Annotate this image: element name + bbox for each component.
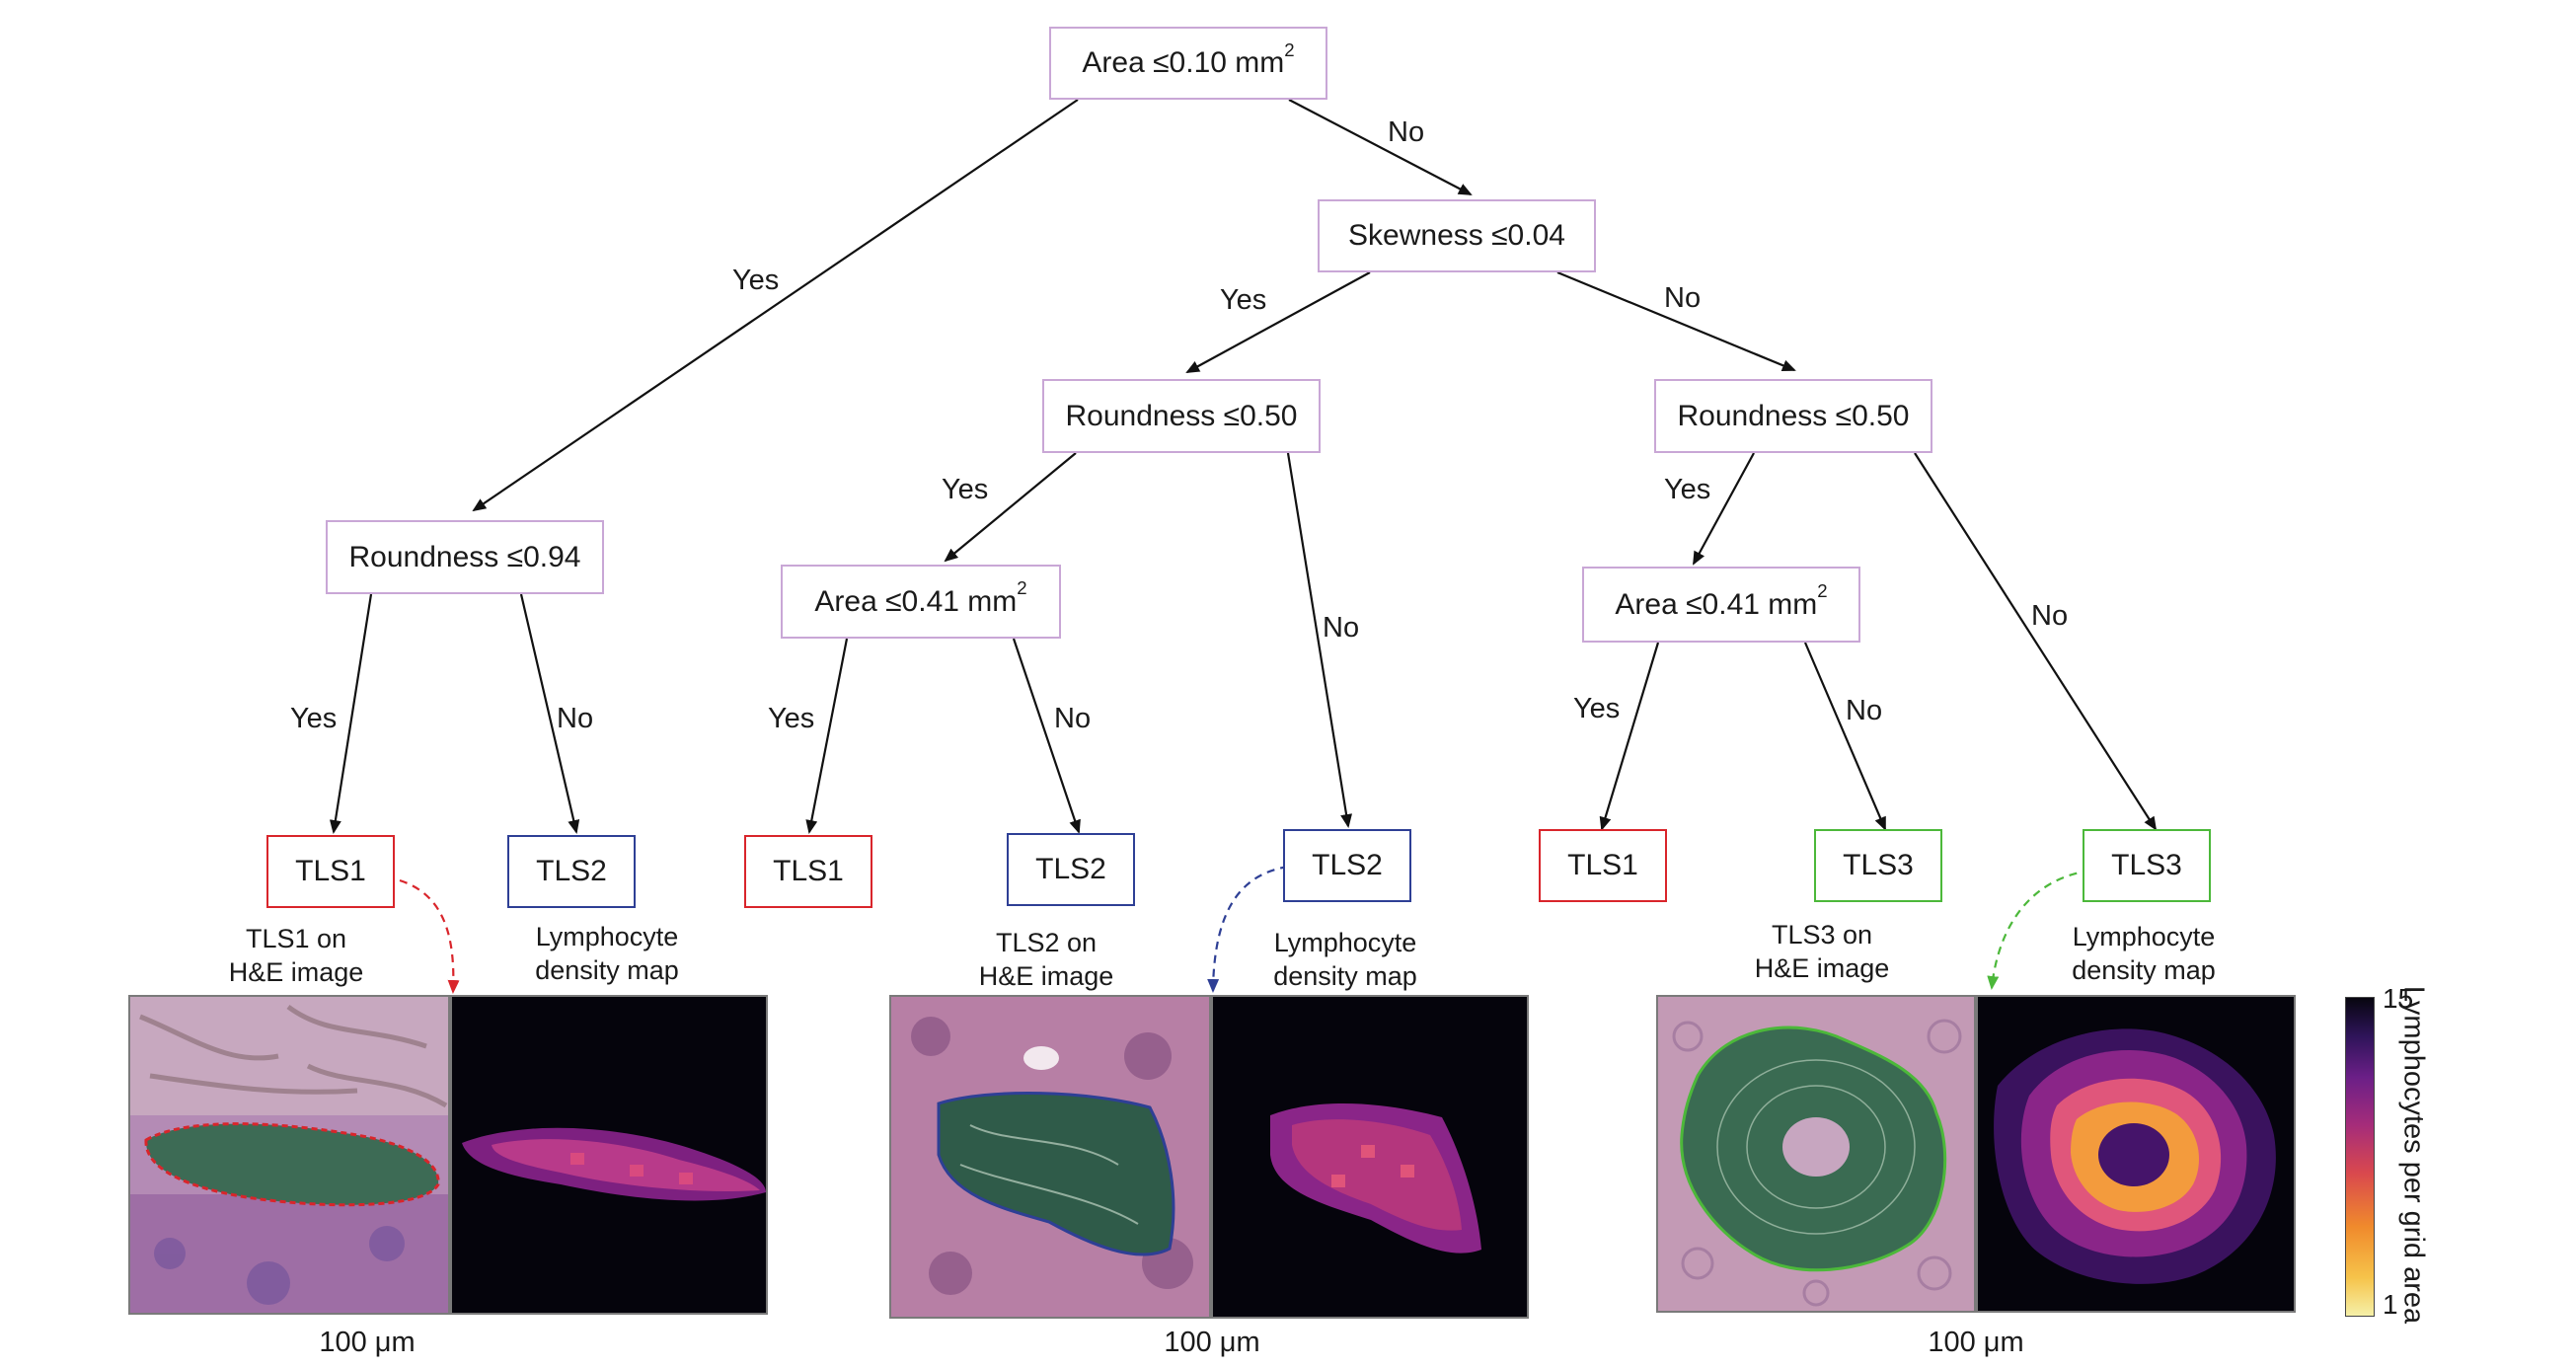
- caption-lymph-2-line2: density map: [1273, 961, 1417, 991]
- node-roundness-050-left: Roundness ≤0.50: [1042, 379, 1321, 453]
- edge-area041b-yes: [1599, 642, 1660, 831]
- dashed-arrow-tls1: [399, 878, 460, 994]
- caption-tls3-he-line2: H&E image: [1754, 953, 1890, 983]
- node-area-041-left-sup: 2: [1017, 577, 1027, 599]
- node-roundness-094-label: Roundness ≤0.94: [348, 540, 581, 573]
- colorbar-min-label: 1: [2383, 1289, 2398, 1320]
- caption-lymph-3-line2: density map: [2072, 955, 2216, 985]
- caption-tls3-he-line1: TLS3 on: [1771, 920, 1873, 950]
- leaf-tls1-c-label: TLS1: [1567, 849, 1638, 881]
- node-roundness-050-right: Roundness ≤0.50: [1654, 379, 1932, 453]
- node-roundness-050-left-label: Roundness ≤0.50: [1065, 399, 1298, 432]
- label-skew-no: No: [1664, 282, 1702, 314]
- label-area041a-yes: Yes: [768, 703, 815, 734]
- caption-lymph-2: Lymphocyte density map: [1266, 926, 1424, 993]
- scale-bar-label-2: 100 μm: [1164, 1327, 1260, 1358]
- edge-area041a-no: [1012, 638, 1081, 834]
- label-round094-yes: Yes: [290, 703, 338, 734]
- caption-lymph-1-line2: density map: [535, 955, 679, 985]
- caption-lymph-1-line1: Lymphocyte: [535, 922, 679, 951]
- edge-round050a-no: [1286, 452, 1353, 828]
- density-map-tls3: [1976, 995, 2296, 1313]
- he-image-tls3: [1656, 995, 1976, 1313]
- label-round050b-yes: Yes: [1664, 474, 1711, 505]
- edge-root-no: [1288, 99, 1473, 195]
- leaf-tls2-a-label: TLS2: [536, 855, 607, 887]
- edge-round050b-yes: [1693, 452, 1755, 566]
- caption-lymph-1: Lymphocyte density map: [528, 920, 686, 987]
- edge-root-yes: [472, 99, 1079, 512]
- density-map-tls1: [450, 995, 768, 1315]
- label-area041a-no: No: [1054, 703, 1092, 734]
- leaf-tls3-b-label: TLS3: [2111, 849, 2182, 881]
- dashed-arrow-tls2: [1207, 865, 1289, 993]
- leaf-tls1-a-label: TLS1: [295, 855, 366, 887]
- colorbar-title: Lymphocytes per grid area: [2397, 985, 2430, 1325]
- label-skew-yes: Yes: [1220, 284, 1267, 316]
- leaf-tls1-c: TLS1: [1539, 829, 1667, 902]
- caption-tls2-he-line1: TLS2 on: [995, 928, 1098, 957]
- edge-area041a-yes: [805, 638, 849, 834]
- leaf-tls2-c: TLS2: [1283, 829, 1411, 902]
- caption-lymph-3: Lymphocyte density map: [2065, 920, 2223, 987]
- label-round050a-yes: Yes: [942, 474, 989, 505]
- leaf-tls1-b-label: TLS1: [773, 855, 844, 887]
- node-area-041-right-sup: 2: [1817, 580, 1828, 602]
- edge-round094-no: [519, 593, 580, 834]
- caption-lymph-2-line1: Lymphocyte: [1273, 928, 1417, 957]
- leaf-tls2-c-label: TLS2: [1312, 849, 1383, 881]
- caption-tls2-he: TLS2 on H&E image: [967, 926, 1125, 993]
- node-skewness: Skewness ≤0.04: [1318, 199, 1596, 272]
- colorbar: [2345, 997, 2375, 1317]
- node-area-041-left-label: Area ≤0.41 mm: [814, 584, 1018, 618]
- he-image-tls1: [128, 995, 450, 1315]
- edge-area041b-no: [1803, 642, 1887, 831]
- leaf-tls2-b: TLS2: [1007, 833, 1135, 906]
- leaf-tls3-a-label: TLS3: [1843, 849, 1914, 881]
- node-roundness-050-right-label: Roundness ≤0.50: [1677, 399, 1910, 432]
- label-root-no: No: [1388, 116, 1425, 148]
- scale-bar-label-1: 100 μm: [319, 1327, 416, 1358]
- leaf-tls1-b: TLS1: [744, 835, 872, 908]
- label-round094-no: No: [557, 703, 594, 734]
- label-root-yes: Yes: [732, 265, 780, 296]
- caption-tls2-he-line2: H&E image: [978, 961, 1114, 991]
- label-round050a-no: No: [1323, 612, 1360, 644]
- node-root-sup: 2: [1284, 38, 1295, 60]
- leaf-tls1-a: TLS1: [266, 835, 395, 908]
- leaf-tls3-b: TLS3: [2083, 829, 2211, 902]
- edge-round094-yes: [329, 593, 373, 834]
- colorbar-max-label: 15: [2383, 983, 2414, 1014]
- leaf-tls2-b-label: TLS2: [1035, 853, 1106, 885]
- he-image-tls2: [889, 995, 1211, 1319]
- edge-skew-yes: [1185, 271, 1371, 373]
- label-area041b-no: No: [1846, 695, 1883, 726]
- edge-round050b-no: [1914, 452, 2158, 831]
- node-root-label: Area ≤0.10 mm: [1082, 46, 1285, 79]
- caption-tls1-he: TLS1 on H&E image: [217, 922, 375, 989]
- node-roundness-094: Roundness ≤0.94: [326, 520, 604, 594]
- caption-tls3-he: TLS3 on H&E image: [1743, 918, 1901, 985]
- label-round050b-no: No: [2031, 600, 2069, 632]
- caption-tls1-he-line1: TLS1 on: [245, 924, 347, 953]
- leaf-tls2-a: TLS2: [507, 835, 636, 908]
- caption-tls1-he-line2: H&E image: [228, 957, 364, 987]
- leaf-tls3-a: TLS3: [1814, 829, 1942, 902]
- edge-round050a-yes: [944, 452, 1077, 563]
- node-area-041-right-label: Area ≤0.41 mm: [1615, 587, 1818, 621]
- dashed-arrow-tls3: [1987, 869, 2091, 990]
- scale-bar-label-3: 100 μm: [1928, 1327, 2024, 1358]
- node-skewness-label: Skewness ≤0.04: [1348, 219, 1565, 252]
- caption-lymph-3-line1: Lymphocyte: [2072, 922, 2216, 951]
- edge-skew-no: [1556, 270, 1796, 372]
- density-map-tls2: [1211, 995, 1529, 1319]
- label-area041b-yes: Yes: [1573, 693, 1621, 724]
